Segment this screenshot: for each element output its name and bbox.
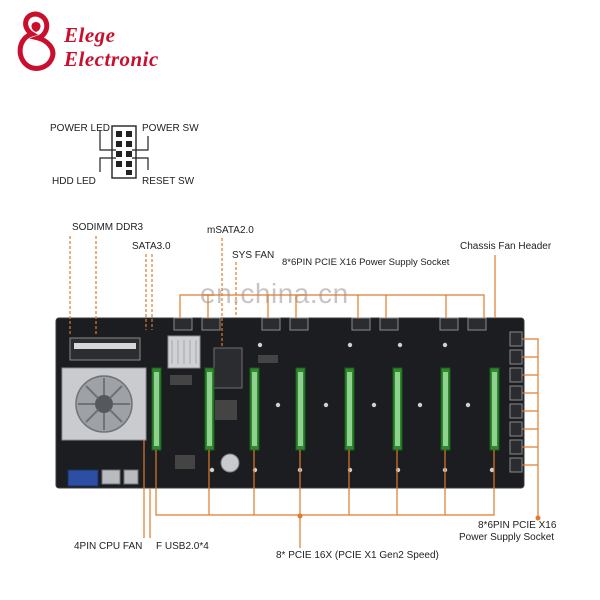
pcie-power-right-label-1: 8*6PIN PCIE X16 [478, 520, 557, 531]
cmos-battery [220, 453, 240, 473]
hdd-led-label: HDD LED [52, 176, 96, 187]
brand-name-line1: Elege [64, 23, 116, 47]
lan-port [123, 469, 139, 485]
msata-label: mSATA2.0 [207, 225, 254, 236]
power-led-label: POWER LED [50, 123, 111, 134]
pcie-power-right-label-2: Power Supply Socket [459, 532, 555, 543]
sata-label: SATA3.0 [132, 241, 171, 252]
chassis-fan-label: Chassis Fan Header [460, 241, 552, 252]
reset-sw-label: RESET SW [142, 176, 195, 187]
power-sw-label: POWER SW [142, 123, 199, 134]
cpu-fan-label: 4PIN CPU FAN [74, 541, 143, 552]
rear-usb-port [101, 469, 121, 485]
msata-slot [213, 347, 243, 389]
brand-logo-icon [17, 11, 56, 71]
sodimm-label: SODIMM DDR3 [72, 222, 144, 233]
watermark-text: en.china.cn [200, 278, 349, 309]
pcie-power-sockets-top [173, 317, 487, 331]
pcie-slots-label: 8* PCIE 16X (PCIE X1 Gen2 Speed) [276, 550, 439, 561]
vga-port [67, 469, 99, 487]
brand-name-line2: Electronic [64, 47, 159, 71]
usb-label: F USB2.0*4 [156, 541, 209, 552]
pcie-power-top-label: 8*6PIN PCIE X16 Power Supply Socket [282, 257, 450, 268]
sys-fan-label: SYS FAN [232, 250, 275, 261]
